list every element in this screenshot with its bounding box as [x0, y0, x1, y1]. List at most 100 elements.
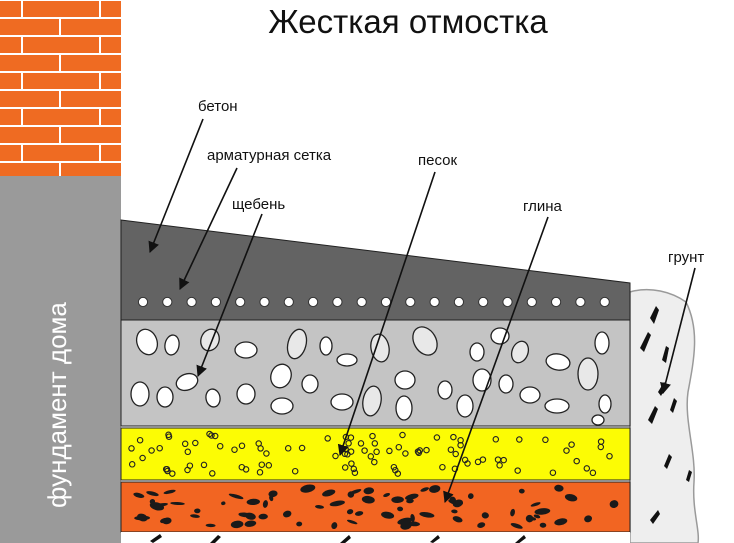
clay-spot	[262, 500, 268, 508]
soil-mark	[340, 535, 351, 543]
clay-spot	[244, 520, 257, 527]
soil-mark	[150, 534, 162, 543]
concrete-layer	[120, 219, 631, 321]
sand-grain	[209, 470, 216, 477]
clay-spot	[381, 511, 395, 519]
rebar-circle	[380, 296, 392, 308]
gravel-stone	[270, 397, 294, 415]
rebar-circle	[429, 296, 440, 308]
gravel-stone	[469, 342, 485, 362]
arrow-sand	[337, 171, 436, 457]
sand-grain	[479, 456, 487, 463]
sand-grain	[369, 432, 376, 440]
clay-spot	[525, 514, 534, 523]
sand-grain	[257, 445, 264, 452]
clay-spot	[397, 506, 404, 512]
clay-spot	[510, 523, 523, 529]
clay-spot	[533, 514, 541, 519]
sand-grain	[238, 463, 246, 471]
rebar-circle	[283, 296, 294, 308]
sand-grain	[402, 450, 409, 457]
clay-layer	[120, 481, 631, 533]
gravel-stone	[156, 386, 174, 408]
sand-grain	[256, 469, 264, 476]
clay-spot	[477, 522, 486, 528]
arrow-mesh	[179, 167, 238, 291]
clay-spot	[420, 487, 429, 492]
gravel-stone	[330, 393, 354, 411]
clay-spot	[567, 495, 575, 501]
sand-grain	[373, 448, 380, 456]
sand-grain	[573, 457, 580, 465]
sand-grain	[348, 460, 355, 467]
sand-grain	[265, 462, 273, 469]
clay-spot	[346, 509, 354, 515]
sand-grain	[216, 442, 224, 450]
sand-grain	[542, 436, 549, 444]
sand-grain	[284, 445, 292, 452]
sand-grain	[457, 441, 464, 449]
soil-mark	[648, 406, 658, 424]
rebar-circle	[137, 296, 149, 308]
clay-spot	[383, 492, 391, 498]
gravel-stone	[490, 327, 510, 345]
clay-spot	[228, 493, 244, 500]
sand-grain	[589, 469, 597, 477]
gravel-stone	[437, 380, 453, 400]
sand-grain	[395, 443, 403, 451]
sand-grain	[165, 433, 173, 440]
sand-grain	[367, 453, 375, 460]
clay-spot	[554, 518, 568, 526]
sand-grain	[549, 469, 557, 476]
sand-grain	[263, 450, 270, 457]
clay-spot	[518, 488, 525, 494]
soil-mark	[662, 346, 669, 363]
clay-spot	[194, 508, 201, 514]
sand-grain	[415, 449, 423, 457]
sand-grain	[238, 442, 246, 450]
clay-spot	[419, 511, 435, 518]
clay-spot	[584, 515, 593, 523]
clay-spot	[246, 498, 260, 506]
sand-grain	[192, 439, 199, 447]
sand-grain	[128, 445, 135, 452]
gravel-stone	[362, 385, 382, 417]
gravel-stone	[205, 388, 221, 408]
sand-grain	[298, 444, 306, 452]
gravel-stone	[594, 331, 610, 355]
sand-grain	[211, 432, 219, 440]
clay-spot	[170, 501, 185, 506]
soil-area	[629, 288, 700, 543]
sand-grain	[128, 461, 136, 468]
soil-mark	[640, 332, 651, 352]
gravel-stone	[336, 353, 358, 367]
sand-grain	[399, 431, 406, 439]
sand-grain	[162, 465, 170, 473]
rebar-circle	[551, 296, 562, 308]
sand-grain	[181, 440, 189, 448]
sand-grain	[433, 434, 441, 441]
clay-spot	[534, 508, 551, 515]
gravel-stone	[510, 340, 530, 364]
sand-grain	[492, 436, 500, 443]
clay-spot	[163, 489, 176, 495]
gravel-stone	[130, 381, 150, 407]
label-gravel: щебень	[232, 196, 285, 213]
sand-grain	[231, 446, 238, 453]
sand-grain	[447, 446, 455, 453]
gravel-stone	[577, 357, 599, 391]
gravel-stone	[412, 326, 438, 356]
clay-spot	[467, 493, 474, 499]
gravel-stone	[164, 334, 180, 356]
sand-grain	[184, 448, 192, 456]
sand-grain	[136, 436, 144, 444]
rebar-circle	[599, 296, 610, 308]
rebar-circle	[332, 296, 343, 308]
gravel-stone	[234, 341, 258, 359]
soil-mark	[686, 470, 692, 482]
sand-grain	[423, 446, 430, 454]
sand-grain	[514, 467, 521, 474]
clay-spot	[269, 495, 274, 502]
sand-grain	[494, 456, 502, 463]
